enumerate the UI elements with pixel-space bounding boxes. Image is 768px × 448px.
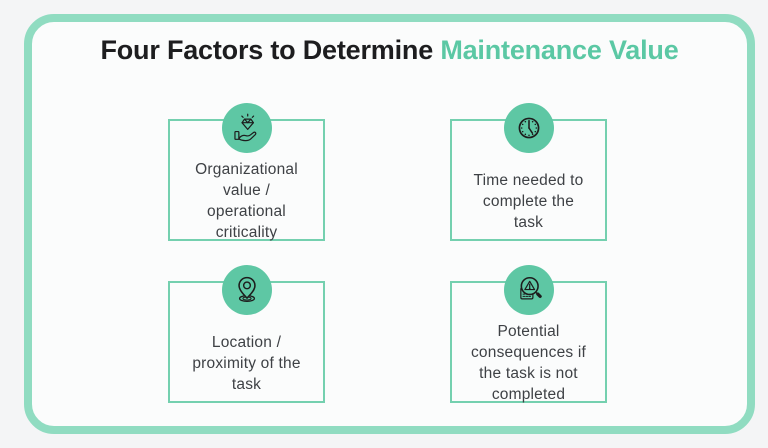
factor-label: Location / proximity of the task bbox=[192, 332, 300, 395]
title-prefix: Four Factors to Determine bbox=[100, 35, 434, 65]
label-line: operational bbox=[207, 203, 286, 220]
label-line: complete the bbox=[482, 192, 575, 210]
factor-card-potential-consequences: Potential consequences if the task is no… bbox=[450, 265, 607, 405]
title-accent: Maintenance Value bbox=[440, 35, 679, 65]
factor-card-time-needed: Time needed to complete the task bbox=[450, 103, 607, 241]
label-line: the task is not bbox=[479, 365, 578, 382]
label-line: consequences if bbox=[470, 344, 587, 361]
info-card: Four Factors to Determine Maintenance Va… bbox=[24, 14, 755, 434]
label-line: task bbox=[231, 375, 262, 393]
factor-label: Organizational value / operational criti… bbox=[195, 159, 298, 243]
label-line: Potential bbox=[497, 323, 560, 340]
label-line: criticality bbox=[215, 224, 278, 241]
factor-card-organizational-value: Organizational value / operational criti… bbox=[168, 103, 325, 243]
location-pin-icon bbox=[221, 265, 272, 315]
warning-magnifier-icon bbox=[503, 265, 554, 315]
label-line: Location / bbox=[211, 333, 282, 351]
factor-card-location-proximity: Location / proximity of the task bbox=[168, 265, 325, 403]
clock-icon bbox=[503, 103, 554, 153]
page-title: Four Factors to Determine Maintenance Va… bbox=[32, 35, 747, 66]
gem-in-hand-icon bbox=[221, 103, 272, 153]
label-line: task bbox=[513, 213, 544, 231]
factor-label: Time needed to complete the task bbox=[474, 170, 584, 233]
factor-label: Potential consequences if the task is no… bbox=[471, 321, 586, 405]
label-line: proximity of the bbox=[192, 354, 301, 372]
label-line: completed bbox=[491, 386, 566, 403]
label-line: Time needed to bbox=[473, 171, 584, 189]
label-line: Organizational bbox=[195, 161, 298, 178]
label-line: value / bbox=[222, 182, 271, 199]
